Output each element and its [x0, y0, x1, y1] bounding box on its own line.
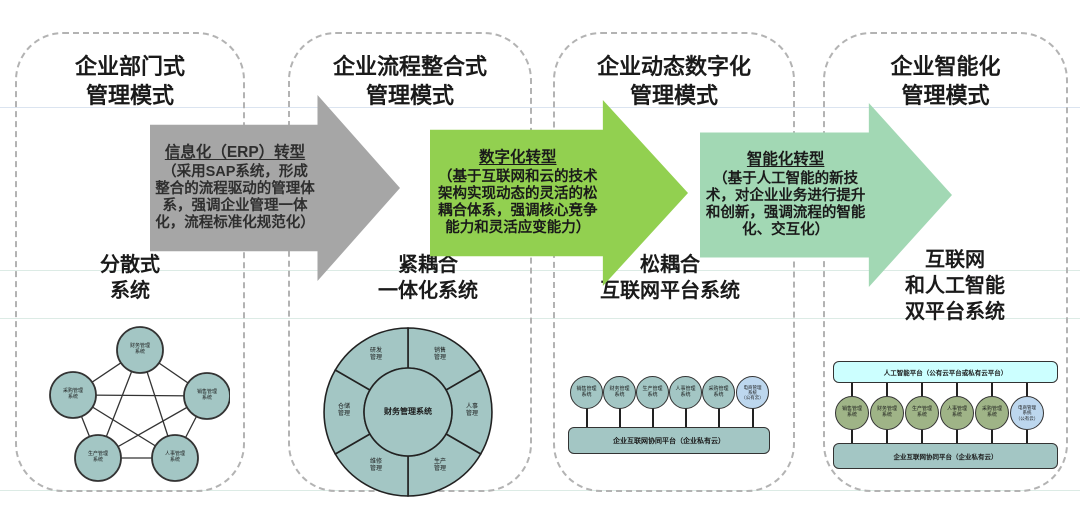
stage-panel-3: 企业动态数字化 管理模式: [553, 32, 795, 492]
ecommerce-system-circle: 电商管理 系统 （公有云）: [1010, 396, 1044, 430]
system-label-1: 分散式 系统: [100, 254, 160, 302]
stage-title-3: 企业动态数字化 管理模式: [596, 54, 751, 109]
connector: [652, 407, 654, 427]
system-circle: 采购管理 系统: [702, 376, 735, 409]
arrow-body: （采用SAP系统，形成整合的流程驱动的管理体系，强调企业管理一体化，流程标准化规…: [155, 164, 315, 232]
connector: [1026, 383, 1028, 396]
network-node-label: 采购管理 系统: [62, 388, 83, 400]
internet-platform-bar: 企业互联网协同平台（企业私有云）: [833, 443, 1058, 469]
donut-segment-label: 销售 管理: [433, 348, 446, 362]
connector: [851, 430, 853, 443]
connector: [752, 407, 754, 427]
connector: [851, 383, 853, 396]
donut-segment-label: 维修 管理: [369, 459, 382, 473]
arrow-body: （基于互联网和云的技术架构实现动态的灵活的松耦合体系，强调核心竞争能力和灵活应变…: [437, 169, 598, 237]
connector: [619, 407, 621, 427]
connector: [921, 383, 923, 396]
arrow-title: 数字化转型: [478, 149, 557, 167]
arrow-body: （基于人工智能的新技术，对企业业务进行提升和创新，强调流程的智能化、交互化）: [705, 171, 866, 239]
donut-segment-label: 人事 管理: [465, 404, 478, 418]
network-node: [183, 372, 230, 420]
network-node-label: 销售管理 系统: [196, 389, 217, 401]
stage-title-4: 企业智能化 管理模式: [890, 54, 1001, 109]
system-circle: 生产管理 系统: [905, 396, 939, 430]
system-circle: 财务管理 系统: [870, 396, 904, 430]
network-node-label: 财务管理 系统: [129, 343, 150, 355]
connector: [718, 407, 720, 427]
donut-segment-label: 研发 管理: [369, 348, 382, 362]
connector: [956, 430, 958, 443]
system-circle: 销售管理 系统: [835, 396, 869, 430]
system-label-3: 松耦合 互联网平台系统: [600, 254, 740, 302]
distributed-systems-network-diagram: [49, 326, 230, 482]
connector: [1026, 430, 1028, 443]
background-rule: [0, 107, 1080, 108]
system-circle: 人事管理 系统: [940, 396, 974, 430]
connector: [991, 383, 993, 396]
stage-panel-4: 企业智能化 管理模式: [823, 32, 1068, 492]
stage-panel-2: 企业流程整合式 管理模式: [288, 32, 532, 492]
arrow-text: 数字化转型 （基于互联网和云的技术架构实现动态的灵活的松耦合体系，强调核心竞争能…: [435, 130, 600, 253]
network-node: [74, 434, 122, 482]
system-label-2: 紧耦合 一体化系统: [378, 254, 478, 302]
arrow-text: 智能化转型 （基于人工智能的新技术，对企业业务进行提升和创新，强调流程的智能化、…: [705, 132, 866, 253]
background-rule: [0, 318, 1080, 319]
arrow-title: 智能化转型: [746, 151, 825, 169]
network-node: [116, 326, 164, 374]
donut-center-label: 财务管理系统: [384, 407, 432, 416]
connector: [956, 383, 958, 396]
integrated-system-donut-diagram: [323, 327, 493, 497]
background-rule: [0, 270, 1080, 271]
network-node-label: 人事管理 系统: [164, 451, 185, 463]
network-node: [49, 371, 97, 419]
network-node-label: 生产管理 系统: [87, 451, 108, 463]
connector: [685, 407, 687, 427]
connector: [586, 407, 588, 427]
stage-panel-1: 企业部门式 管理模式: [15, 32, 245, 492]
internet-platform-bar: 企业互联网协同平台（企业私有云）: [568, 427, 770, 454]
stage-title-2: 企业流程整合式 管理模式: [332, 54, 487, 109]
connector: [991, 430, 993, 443]
system-circle: 采购管理 系统: [975, 396, 1009, 430]
network-node: [151, 434, 199, 482]
ai-platform-bar: 人工智能平台（公有云平台或私有云平台）: [833, 361, 1058, 383]
arrow-text: 信息化（ERP）转型 （采用SAP系统，形成整合的流程驱动的管理体系，强调企业管…: [155, 125, 315, 248]
system-label-4: 互联网 和人工智能 双平台系统: [905, 249, 1005, 323]
donut-segment-label: 仓储 管理: [337, 404, 350, 418]
connector: [886, 430, 888, 443]
background-rule: [0, 490, 1080, 491]
system-circle: 生产管理 系统: [636, 376, 669, 409]
donut-center-circle: [363, 367, 453, 457]
stage-title-1: 企业部门式 管理模式: [74, 54, 185, 109]
connector: [886, 383, 888, 396]
connector: [921, 430, 923, 443]
system-circle: 财务管理 系统: [603, 376, 636, 409]
system-circle: 人事管理 系统: [669, 376, 702, 409]
arrow-title: 信息化（ERP）转型: [164, 144, 306, 162]
system-circle: 销售管理 系统: [570, 376, 603, 409]
ecommerce-system-circle: 电商管理 系统 （公有云）: [736, 376, 769, 409]
donut-segment-label: 生产 管理: [433, 459, 446, 473]
